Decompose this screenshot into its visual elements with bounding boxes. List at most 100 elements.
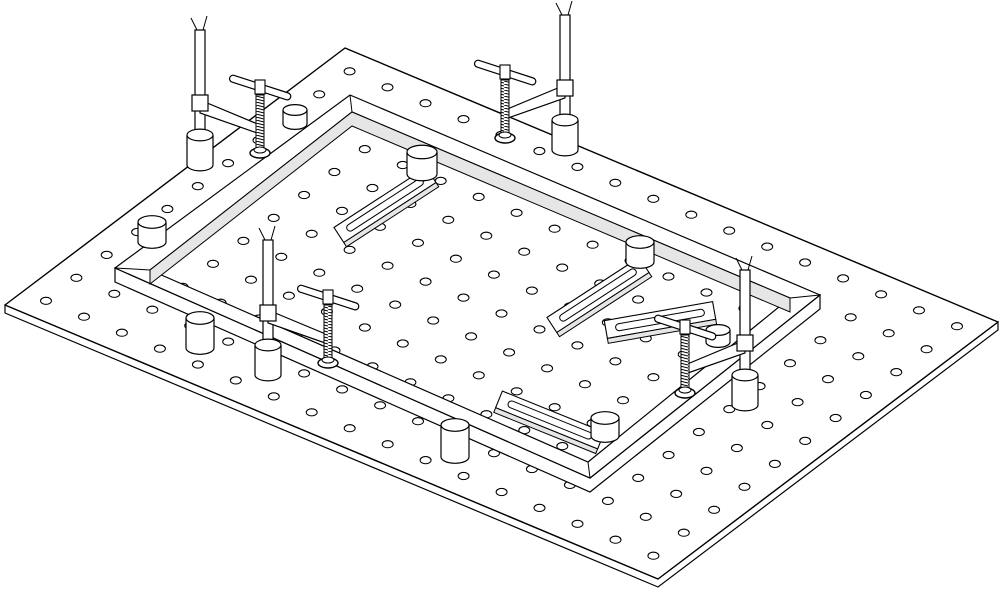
slotted-stop-slot <box>559 268 637 322</box>
clamp-screw <box>500 79 510 136</box>
hole-shadow <box>769 460 781 464</box>
hole-shadow <box>572 163 583 167</box>
locating-cylinder <box>282 103 308 130</box>
hole-shadow <box>701 288 712 293</box>
hole-shadow <box>890 368 902 372</box>
hole-shadow <box>617 396 629 400</box>
hole-shadow <box>830 414 841 418</box>
frame-miter-line <box>789 294 821 299</box>
hole-shadow <box>443 394 454 398</box>
hole-shadow <box>488 270 500 275</box>
locating-cylinder <box>406 144 438 182</box>
locating-cylinder <box>731 368 759 412</box>
cylinder-top <box>731 368 759 382</box>
hole-shadow <box>792 398 803 402</box>
hole-shadow <box>473 371 485 375</box>
cylinder-body <box>731 375 759 412</box>
hole-shadow <box>761 242 773 247</box>
hole-shadow <box>344 67 355 71</box>
hole-shadow <box>359 145 371 149</box>
cylinder-top <box>406 144 438 160</box>
clamp-screw <box>323 304 333 361</box>
hole-shadow <box>245 275 257 280</box>
hole-shadow <box>420 277 431 282</box>
hole-shadow <box>442 215 454 220</box>
locating-cylinder <box>590 411 620 443</box>
hole-shadow <box>534 504 545 508</box>
hole-shadow <box>458 293 469 298</box>
hole-shadow <box>587 240 598 245</box>
hole-shadow <box>40 296 52 301</box>
hole-shadow <box>192 360 204 365</box>
clamp-collar <box>259 304 277 322</box>
hole-shadow <box>405 378 416 382</box>
hold-down-clamp <box>653 255 754 399</box>
hole-shadow <box>723 226 735 231</box>
cylinder-top <box>551 113 579 127</box>
hole-shadow <box>268 214 280 218</box>
hole-shadow <box>518 426 530 430</box>
hole-shadow <box>602 497 614 501</box>
hole-shadow <box>883 329 895 333</box>
hole-shadow <box>162 205 173 209</box>
hole-shadow <box>427 316 439 321</box>
hole-shadow <box>207 259 219 264</box>
clamp-collar <box>556 79 574 97</box>
frame-miter-line <box>587 461 591 479</box>
hole-shadow <box>541 364 553 368</box>
hole-shadow <box>739 482 750 487</box>
cylinder-body <box>551 120 579 157</box>
hole-shadow <box>784 359 796 363</box>
hold-down-clamp <box>473 0 574 144</box>
hole-shadow <box>473 193 485 197</box>
hole-shadow <box>298 191 310 195</box>
hole-shadow <box>336 385 348 390</box>
cylinder-body <box>254 345 282 382</box>
clamp-collar <box>191 94 209 112</box>
hole-shadow <box>701 467 712 471</box>
hole-shadow <box>610 357 621 361</box>
hole-shadow <box>344 245 355 250</box>
hole-shadow <box>534 147 545 151</box>
hole-shadow <box>852 352 864 356</box>
hole-shadow <box>336 207 348 211</box>
hole-shadow <box>632 295 644 300</box>
hole-shadow <box>412 417 424 421</box>
hole-shadow <box>154 344 166 349</box>
hole-shadow <box>640 512 652 517</box>
hole-shadow <box>761 421 773 425</box>
cylinder-top <box>440 418 470 432</box>
hole-shadow <box>693 428 705 432</box>
hole-shadow <box>306 229 318 234</box>
clamp-screw <box>255 94 265 151</box>
hole-shadow <box>420 456 431 460</box>
fixture-parts <box>137 0 759 464</box>
clamp-arm <box>199 99 261 135</box>
cylinder-body <box>625 242 655 269</box>
hole-shadow <box>382 83 393 87</box>
clamp-post-tip <box>190 15 208 31</box>
cylinder-top <box>590 411 620 425</box>
hole-shadow <box>685 210 697 215</box>
hole-shadow <box>708 505 720 510</box>
cylinder-top <box>282 103 308 116</box>
hole-shadow <box>647 194 659 199</box>
clamp-screw <box>680 334 690 391</box>
hole-shadow <box>283 291 295 296</box>
hole-shadow <box>306 408 318 412</box>
hold-down-clamp <box>190 15 292 159</box>
hole-shadow <box>556 442 568 446</box>
hole-shadow <box>222 159 234 163</box>
clamp-post <box>559 14 571 126</box>
hole-shadow <box>458 115 469 119</box>
cylinder-top <box>137 215 167 229</box>
hole-shadow <box>913 306 925 310</box>
slotted-stop-side <box>343 181 440 248</box>
hole-shadow <box>359 323 371 328</box>
cylinder-top <box>254 338 282 352</box>
hole-shadow <box>534 325 545 330</box>
cylinder-top <box>185 311 215 325</box>
hold-down-clamp <box>258 225 360 369</box>
hole-shadow <box>632 474 644 478</box>
hole-shadow <box>496 488 507 492</box>
